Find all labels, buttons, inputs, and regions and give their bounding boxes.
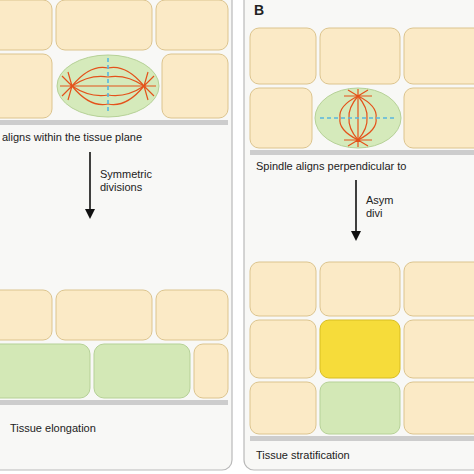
dividing-cell: [315, 88, 401, 148]
panel-text: Tissue elongation: [10, 422, 210, 435]
spindle-fiber: [349, 118, 358, 140]
cell: [0, 290, 52, 340]
process-label: Symmetric divisions: [100, 168, 162, 194]
cell: [250, 28, 316, 84]
cell: [404, 28, 474, 84]
spindle-fiber: [108, 86, 144, 105]
process-arrow: [355, 180, 357, 236]
astral-rays: [344, 89, 372, 96]
basement-membrane: [250, 436, 474, 441]
cell: [56, 0, 152, 50]
cell: [250, 88, 312, 148]
spindle-fiber: [358, 96, 376, 118]
spindle-fiber: [357, 118, 358, 140]
daughter-cell: [94, 344, 190, 398]
dividing-cell: [57, 55, 159, 117]
basement-membrane: [0, 120, 228, 125]
spindle-fiber: [108, 67, 144, 86]
spindle-fiber: [357, 96, 358, 118]
spindle-fiber: [340, 118, 358, 140]
basal-daughter-cell: [320, 382, 400, 434]
spindle-fiber: [108, 85, 144, 86]
spindle-fiber: [108, 76, 144, 86]
suprabasal-daughter-cell: [320, 320, 400, 378]
cell: [250, 262, 316, 316]
spindle-fiber: [72, 86, 108, 105]
cell: [194, 344, 228, 398]
spindle-fiber: [72, 67, 108, 86]
panel-text: Spindle aligns perpendicular to: [256, 160, 472, 173]
cell: [250, 320, 316, 378]
spindle-fiber: [108, 86, 144, 96]
panel-frame: [244, 0, 474, 470]
panel-text: Tissue stratification: [256, 449, 456, 462]
spindle-fiber: [72, 85, 108, 86]
basement-membrane: [0, 400, 228, 405]
daughter-cell: [0, 344, 90, 398]
spindle-fiber: [349, 96, 358, 118]
process-label: Asym divi: [366, 194, 396, 220]
spindle-fiber: [358, 118, 367, 140]
spindle-fiber: [72, 86, 108, 96]
metaphase-plate: [107, 58, 109, 114]
cell: [320, 28, 400, 84]
cell: [404, 382, 474, 434]
spindle-fiber: [358, 96, 367, 118]
metaphase-plate: [320, 117, 396, 119]
panel-letter: B: [254, 2, 284, 18]
basement-membrane: [250, 150, 474, 155]
panel-text: aligns within the tissue plane: [2, 131, 202, 144]
spindle-fiber: [358, 118, 376, 140]
cell: [404, 88, 474, 148]
panel-frame: [0, 0, 232, 470]
cell: [0, 54, 52, 118]
cell: [250, 382, 316, 434]
cell: [404, 320, 474, 378]
cell: [156, 290, 228, 340]
cell: [156, 0, 228, 50]
astral-rays: [144, 72, 156, 100]
cell: [0, 0, 52, 50]
cell: [162, 54, 228, 118]
astral-rays: [60, 72, 72, 100]
cell: [56, 290, 152, 340]
astral-rays: [344, 140, 372, 147]
spindle-fiber: [72, 76, 108, 86]
cell: [404, 262, 474, 316]
spindle-fiber: [340, 96, 358, 118]
cell: [320, 262, 400, 316]
process-arrow: [89, 152, 91, 214]
